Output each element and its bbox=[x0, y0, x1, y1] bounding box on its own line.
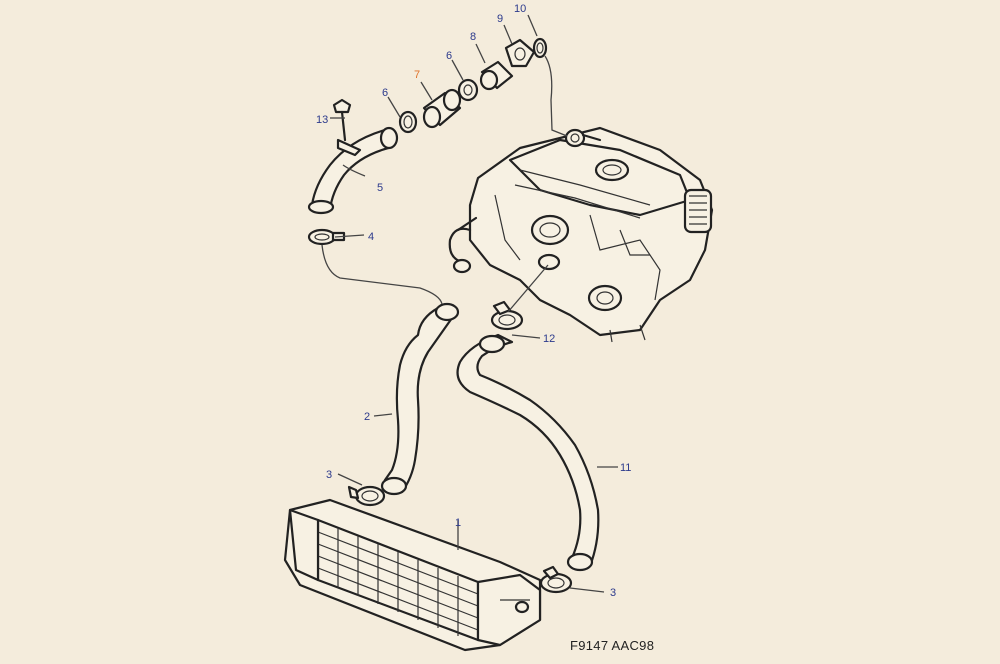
callout-11: 11 bbox=[620, 462, 631, 474]
part-11-hose bbox=[456, 333, 600, 572]
part-13-bolt bbox=[332, 98, 362, 157]
part-2-hose bbox=[380, 302, 460, 496]
part-7-coupling bbox=[422, 88, 462, 129]
engine-block bbox=[448, 126, 714, 343]
callout-8: 8 bbox=[470, 31, 476, 43]
callout-12: 12 bbox=[543, 333, 555, 345]
callout-2: 2 bbox=[364, 411, 370, 423]
part-8-sleeve bbox=[479, 60, 514, 91]
figure-code: F9147 AAC98 bbox=[570, 638, 655, 653]
part-9-flange bbox=[504, 38, 536, 68]
part-6-clamp-left bbox=[398, 110, 418, 134]
callout-9: 9 bbox=[497, 13, 503, 25]
part-1-intercooler bbox=[283, 498, 542, 652]
part-10-o-ring bbox=[532, 37, 548, 59]
callout-6-right: 6 bbox=[446, 50, 452, 62]
callout-1: 1 bbox=[455, 517, 461, 529]
callout-7: 7 bbox=[414, 69, 420, 81]
callout-3-upper: 3 bbox=[326, 469, 332, 481]
callout-10: 10 bbox=[514, 3, 526, 15]
callout-13: 13 bbox=[316, 114, 328, 126]
engine-inlet-port bbox=[564, 128, 602, 148]
callout-3-lower: 3 bbox=[610, 587, 616, 599]
part-3-clamp-upper bbox=[347, 485, 386, 507]
part-12-clamp bbox=[490, 300, 524, 331]
callout-4: 4 bbox=[368, 231, 374, 243]
part-6-clamp-right bbox=[457, 78, 479, 102]
part-3-clamp-lower bbox=[539, 565, 573, 594]
callout-6-left: 6 bbox=[382, 87, 388, 99]
callout-5: 5 bbox=[377, 182, 383, 194]
leader-lines bbox=[321, 14, 618, 593]
callout-labels: 13 6 7 6 8 9 10 5 4 2 3 1 12 11 3 bbox=[316, 3, 631, 599]
